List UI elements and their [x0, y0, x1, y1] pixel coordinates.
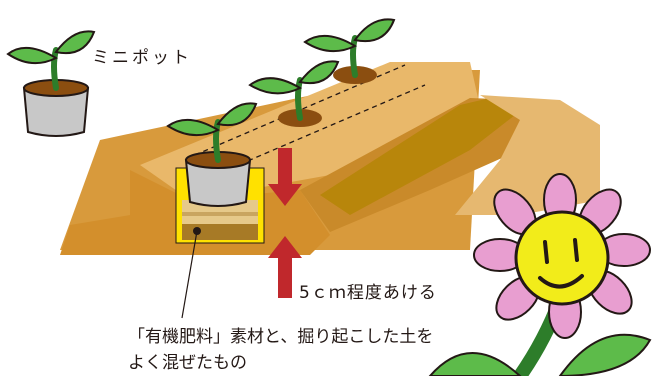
mini-pot-label: ミニポット: [92, 48, 192, 68]
seedling-in-hole: [166, 102, 258, 163]
flower-smile: [538, 274, 584, 289]
mix-layer-bottom: [182, 224, 258, 240]
arrow-up-head: [268, 236, 302, 258]
mini-pot-illustration: [6, 30, 96, 137]
flower-character: [428, 173, 652, 376]
arrow-down-shaft: [278, 148, 292, 186]
flower-eye-right: [573, 238, 579, 262]
mix-layer-stripe: [182, 212, 258, 216]
depth-label: 5ｃｍ程度あける: [299, 283, 437, 303]
mini-pot-body: [22, 87, 90, 137]
depth-arrows: [268, 148, 302, 298]
mix-pointer-line: [181, 230, 198, 319]
arrow-up-shaft: [278, 256, 292, 298]
arrow-down-head: [268, 184, 302, 206]
mix-description-line2: よく混ぜたもの: [128, 353, 247, 373]
flower-eye-left: [543, 240, 549, 264]
pot-in-hole: [184, 159, 252, 207]
seedling-ridge-1: [248, 60, 340, 121]
flower-face: [514, 210, 610, 306]
planting-hole-section: [175, 151, 265, 319]
flower-leaf: [428, 352, 522, 376]
furrow: [320, 98, 515, 215]
mix-description-line1: 「有機肥料」素材と、掘り起こした土を: [128, 327, 434, 347]
flower-leaf: [558, 333, 652, 376]
seedling-ridge-2: [303, 18, 396, 78]
